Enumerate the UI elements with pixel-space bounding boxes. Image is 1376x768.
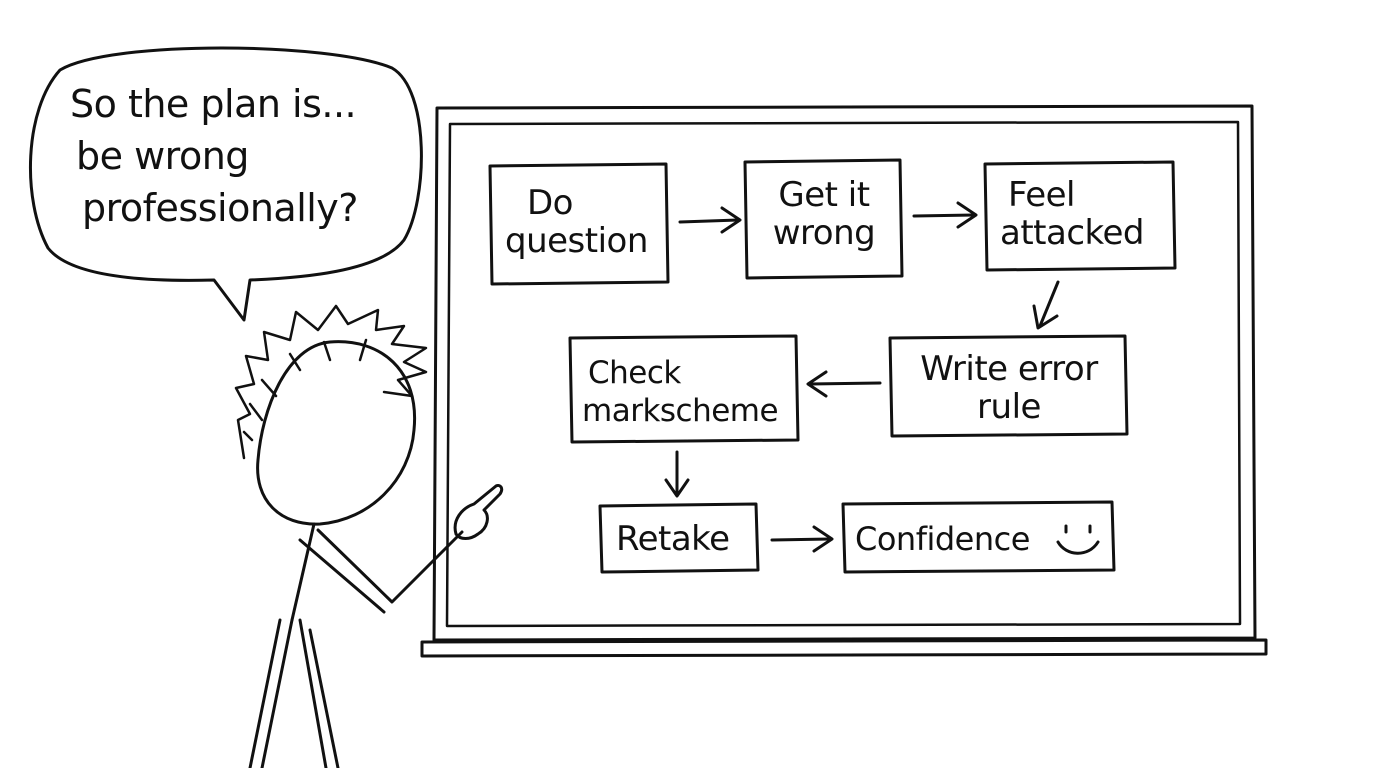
box-retake (598, 502, 760, 574)
node-feel-attacked-line-1: Feel (1008, 175, 1075, 215)
arrow-feel-to-write (1032, 280, 1060, 330)
box-write-error-rule (888, 334, 1129, 438)
figure-hair (234, 304, 428, 460)
node-do-question-line-2: question (505, 221, 648, 261)
arrow-do-to-get (678, 206, 742, 234)
figure-leg-left (260, 618, 294, 768)
figure-body (290, 522, 316, 622)
arrow-retake-to-confidence (770, 525, 834, 553)
box-get-it-wrong (743, 158, 904, 280)
arrow-get-to-feel (912, 201, 978, 229)
node-feel-attacked-line-2: attacked (1000, 213, 1145, 253)
arrow-check-to-retake (664, 450, 690, 498)
node-get-it-wrong-line-1: Get it (778, 175, 870, 215)
speech-line-3: professionally? (82, 186, 358, 230)
node-check-markscheme-line-2: markscheme (582, 393, 779, 429)
node-check-markscheme: Check markscheme (582, 354, 779, 430)
speech-bubble-text: So the plan is... be wrong professionall… (62, 78, 402, 234)
speech-line-2: be wrong (76, 134, 249, 178)
box-check-markscheme (568, 334, 800, 444)
node-get-it-wrong-line-2: wrong (772, 213, 876, 253)
whiteboard-inner-frame (445, 120, 1242, 628)
smiley-face-icon (1056, 524, 1100, 555)
stick-figure (234, 304, 504, 768)
node-do-question: Do question (505, 184, 648, 260)
node-do-question-line-1: Do (527, 183, 573, 223)
whiteboard-tray (420, 638, 1268, 658)
node-feel-attacked: Feel attacked (1000, 175, 1145, 253)
figure-arm (316, 528, 464, 604)
figure-head (256, 340, 417, 526)
node-check-markscheme-line-1: Check (588, 355, 681, 391)
node-get-it-wrong: Get it wrong (752, 176, 896, 252)
box-do-question (488, 162, 670, 286)
figure-leg-right (298, 618, 328, 768)
node-retake: Retake (616, 519, 730, 559)
box-feel-attacked (983, 160, 1177, 272)
node-write-error-rule-line-2: rule (977, 387, 1041, 427)
box-confidence (841, 500, 1116, 574)
speech-line-1: So the plan is... (70, 82, 357, 126)
whiteboard-outer-frame (432, 104, 1257, 642)
node-write-error-rule-line-1: Write error (920, 349, 1098, 389)
figure-pointing-hand (453, 484, 504, 540)
arrow-write-to-check (806, 370, 882, 398)
node-confidence: Confidence (855, 520, 1030, 558)
speech-bubble (29, 46, 423, 322)
node-write-error-rule: Write error rule (896, 350, 1122, 426)
